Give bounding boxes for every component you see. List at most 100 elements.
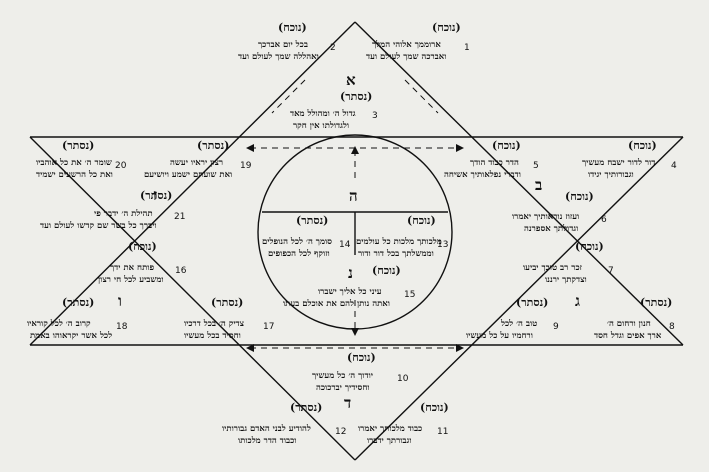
tag-14: (נסתר): [296, 214, 329, 227]
verse-5-line2: ודברי נפלאותיך אשיחה: [444, 170, 521, 180]
verse-2-line1: בכל יום אברכך: [258, 40, 308, 50]
letter-gimel: ג: [575, 292, 580, 310]
verse-4-line2: וגבורותיך יגידו: [588, 170, 634, 180]
tag-4: (נוכח): [628, 139, 657, 152]
tag-11: (נוכח): [420, 401, 449, 414]
verse-num-12: 12: [335, 427, 347, 437]
verse-10-line2: וחסידיך יברכוכה: [316, 383, 370, 393]
verse-17-line2: וחסיד בכל מעשיו: [184, 331, 241, 341]
arrowhead-bottom-right: [456, 344, 464, 352]
verse-21-line2: ויברך כל בשר שם קדשו לעולם ועד: [40, 221, 157, 231]
verse-16-line2: ומשביע לכל חי רצון: [98, 275, 164, 285]
tag-8: (נסתר): [640, 296, 673, 309]
arrowhead-top-right: [456, 144, 464, 152]
verse-14-line2: וזוקף לכל הכפופים: [268, 249, 330, 259]
tag-19: (נסתר): [197, 139, 230, 152]
verse-num-9: 9: [553, 322, 559, 332]
verse-4-line1: דור לדור ישבח מעשיך: [582, 158, 656, 168]
tag-2: (נוכח): [278, 21, 307, 34]
letter-alef: א: [346, 71, 356, 89]
verse-20-line2: ואת כל הרשעים ישמיד: [36, 170, 113, 180]
verse-12-line1: להודיע לבני האדם גבורותיו: [222, 424, 311, 434]
verse-18-line1: קרוב ה׳ לכל קוראיו: [27, 319, 91, 329]
verse-3-line1: גדול ה׳ ומהולל מאד: [290, 109, 356, 119]
verse-12-line2: וכבוד הדר מלכותו: [238, 436, 297, 446]
verse-15-line1: עיני כל אליך ישברו: [318, 287, 382, 297]
verse-num-19: 19: [240, 161, 252, 171]
letter-vav: ו: [118, 292, 122, 310]
arrowhead-top-left: [246, 144, 254, 152]
upper-triangle-right-edge: [354, 21, 684, 346]
tag-20: (נסתר): [62, 139, 95, 152]
verse-5-line1: הדר כבוד הודך: [470, 158, 519, 168]
tag-7: (נוכח): [575, 240, 604, 253]
verse-17-line1: צדיק ה׳ בכל דרכיו: [184, 319, 245, 329]
letter-he: ה: [349, 187, 358, 205]
verse-1-line1: ארוממך אלוהי המלך: [372, 40, 441, 50]
verse-num-4: 4: [671, 161, 677, 171]
tag-13: (נוכח): [407, 214, 436, 227]
verse-num-16: 16: [175, 266, 187, 276]
verse-13-line2: וממשלתך בכל דור ודור: [358, 249, 434, 259]
verse-3-line2: ולגדולתו אין חקר: [293, 121, 350, 131]
verse-2-line2: ואהללה שמך לעולם ועד: [238, 52, 319, 62]
verse-8-line2: ארך אפים וגדל חסד: [594, 331, 662, 341]
verse-num-8: 8: [669, 322, 675, 332]
verse-14-line1: סומך ה׳ לכל הנופלים: [262, 237, 333, 247]
verse-num-5: 5: [533, 161, 539, 171]
verse-10-line1: יודוך ה׳ כל מעשיך: [312, 371, 373, 381]
verse-9-line2: ורחמיו על כל מעשיו: [466, 331, 533, 341]
tag-6: (נוכח): [565, 190, 594, 203]
arrowhead-bottom-left: [246, 344, 254, 352]
verse-num-2: 2: [330, 43, 336, 53]
upper-triangle-left-edge: [29, 21, 356, 346]
verse-num-7: 7: [608, 266, 614, 276]
verse-num-21: 21: [174, 212, 186, 222]
letter-dalet: ד: [344, 394, 352, 412]
verse-15-line2: ואתה נותן להם את אוכלם בעתו: [283, 299, 390, 309]
verse-11-line1: כבוד מלכותך יאמרו: [358, 424, 423, 434]
tag-5: (נוכח): [492, 139, 521, 152]
verse-num-3: 3: [372, 111, 378, 121]
verse-num-17: 17: [263, 322, 275, 332]
verse-num-1: 1: [464, 43, 470, 53]
verse-num-6: 6: [601, 215, 607, 225]
tag-10: (נוכח): [347, 351, 376, 364]
tag-15: (נוכח): [372, 264, 401, 277]
verse-num-15: 15: [404, 290, 416, 300]
letter-nun: נ: [348, 264, 353, 282]
tag-18: (נסתר): [62, 296, 95, 309]
verse-1-line2: ואברכה שמך לעולם ועד: [366, 52, 447, 62]
verse-num-20: 20: [115, 161, 127, 171]
arrowhead-up: [351, 146, 359, 154]
verse-19-line2: ואת שועתם ישמע ויושיעם: [144, 170, 233, 180]
verse-19-line1: רצון יראיו יעשה: [170, 158, 224, 168]
verse-20-line1: שומר ה׳ את כל אוהביו: [36, 158, 112, 168]
verse-13-line1: מלכותך מלכות כל עולמים: [356, 237, 442, 247]
tag-21: (נסתר): [140, 189, 173, 202]
verse-6-line1: ועזוז נוראותיך יאמרו: [512, 212, 580, 222]
tag-9: (נסתר): [516, 296, 549, 309]
letter-zayin: ז: [153, 186, 158, 204]
verse-num-11: 11: [437, 427, 449, 437]
tag-16: (נוכח): [128, 240, 157, 253]
letter-bet: ב: [535, 176, 543, 194]
verse-21-line1: תהילת ה׳ ידבר פי: [94, 209, 153, 219]
verse-num-14: 14: [339, 240, 351, 250]
verse-7-line1: זכר רב טובך יביעו: [523, 263, 582, 273]
arrowhead-down: [351, 328, 359, 336]
dashed-diagonal-b: [404, 79, 439, 114]
verse-8-line1: חנון ורחום ה׳: [607, 319, 651, 329]
tag-3: (נסתר): [340, 90, 373, 103]
verse-9-line1: טוב ה׳ לכל: [501, 319, 538, 329]
verse-16-line1: פותח את ידך: [110, 263, 155, 273]
verse-18-line2: לכל אשר יקראוהו באמת: [30, 331, 113, 341]
lower-triangle-right-edge: [354, 136, 684, 461]
dashed-diagonal-a: [271, 79, 306, 114]
verse-6-line2: וגדולתך אספרנה: [524, 224, 579, 234]
tag-17: (נסתר): [211, 296, 244, 309]
verse-11-line2: וגבורתך ידברו: [367, 436, 412, 446]
lower-triangle-left-edge: [29, 136, 356, 461]
verse-num-10: 10: [397, 374, 409, 384]
